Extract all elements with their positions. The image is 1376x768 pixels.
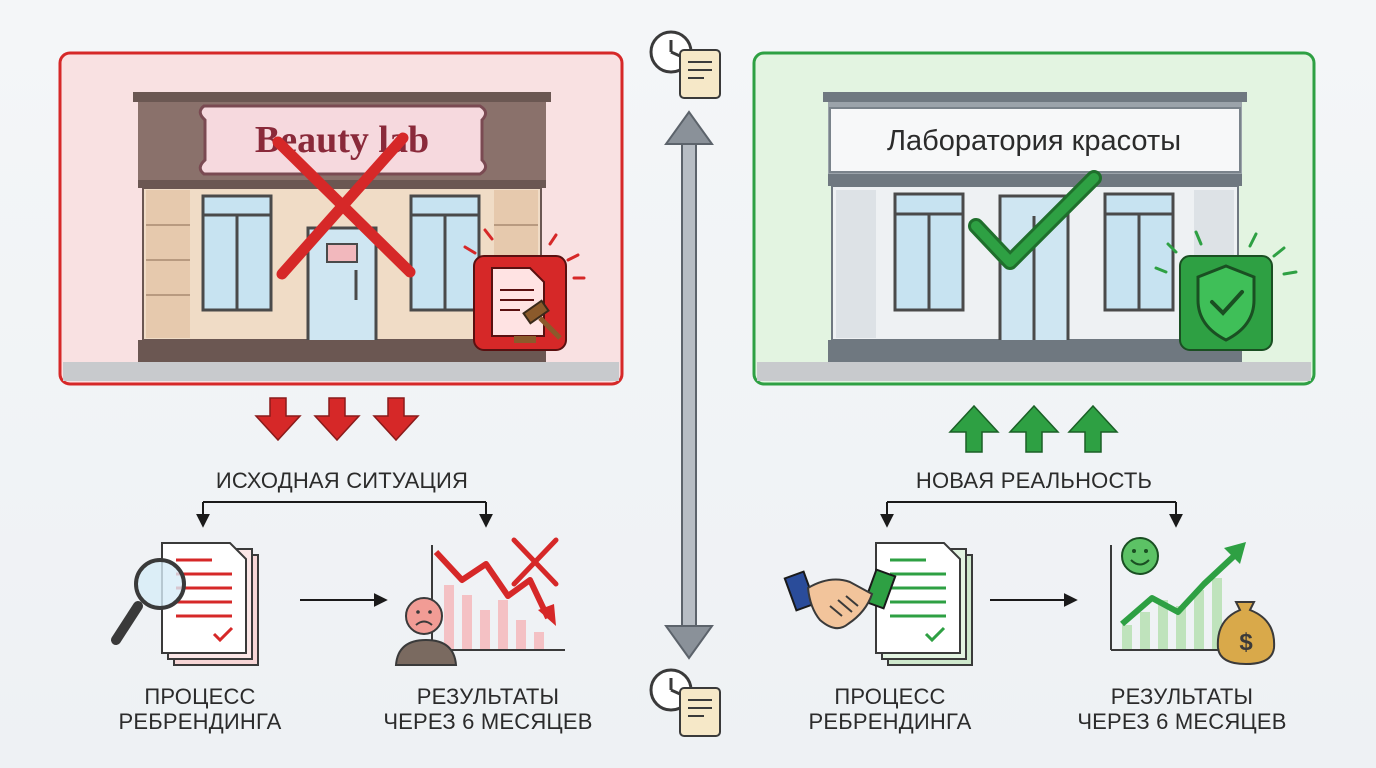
checked-document-icon bbox=[875, 542, 973, 666]
right-results-line1: РЕЗУЛЬТАТЫ bbox=[1110, 684, 1254, 709]
left-process-line2: РЕБРЕНДИНГА bbox=[118, 709, 282, 734]
section-title-original: ИСХОДНАЯ СИТУАЦИЯ bbox=[215, 468, 469, 493]
smiley-face-icon bbox=[1121, 537, 1159, 575]
growth-chart-icon bbox=[1110, 542, 1246, 651]
double-headed-arrow-icon bbox=[664, 110, 714, 660]
right-process-line1: ПРОЦЕСС bbox=[834, 684, 946, 709]
handshake-icon bbox=[783, 568, 897, 630]
new-storefront: Лаборатория красоты bbox=[823, 92, 1247, 362]
declining-chart-icon bbox=[431, 537, 565, 651]
cross-mark-icon bbox=[272, 132, 416, 280]
check-mark-icon bbox=[968, 170, 1102, 270]
right-store-panel: Лаборатория красоты bbox=[752, 51, 1316, 386]
left-process-line1: ПРОЦЕСС bbox=[144, 684, 256, 709]
left-results-line1: РЕЗУЛЬТАТЫ bbox=[416, 684, 560, 709]
up-arrow-icon bbox=[948, 404, 1119, 453]
timeline bbox=[649, 30, 721, 737]
clock-contract-icon bbox=[649, 668, 721, 737]
down-arrow-icon bbox=[254, 397, 420, 442]
left-results-label: РЕЗУЛЬТАТЫ ЧЕРЕЗ 6 МЕСЯЦЕВ bbox=[368, 684, 608, 734]
right-process-label: ПРОЦЕСС РЕБРЕНДИНГА bbox=[780, 684, 1000, 734]
left-store-panel: Beauty lab bbox=[58, 51, 624, 386]
legal-document-gavel-icon bbox=[463, 228, 586, 351]
svg-text:$: $ bbox=[1239, 629, 1253, 656]
section-title-new: НОВАЯ РЕАЛЬНОСТЬ bbox=[915, 468, 1153, 493]
new-store-sign: Лаборатория красоты bbox=[887, 125, 1181, 157]
old-storefront: Beauty lab bbox=[133, 92, 551, 362]
shield-check-icon bbox=[1154, 230, 1298, 351]
sad-face-icon bbox=[394, 597, 458, 666]
left-process-label: ПРОЦЕСС РЕБРЕНДИНГА bbox=[90, 684, 310, 734]
clock-contract-icon bbox=[649, 30, 721, 99]
right-process-line2: РЕБРЕНДИНГА bbox=[808, 709, 972, 734]
right-results-line2: ЧЕРЕЗ 6 МЕСЯЦЕВ bbox=[1077, 709, 1287, 734]
left-results-line2: ЧЕРЕЗ 6 МЕСЯЦЕВ bbox=[383, 709, 593, 734]
money-bag-icon: $ bbox=[1216, 601, 1276, 666]
magnifier-document-icon bbox=[111, 542, 259, 666]
right-results-label: РЕЗУЛЬТАТЫ ЧЕРЕЗ 6 МЕСЯЦЕВ bbox=[1062, 684, 1302, 734]
